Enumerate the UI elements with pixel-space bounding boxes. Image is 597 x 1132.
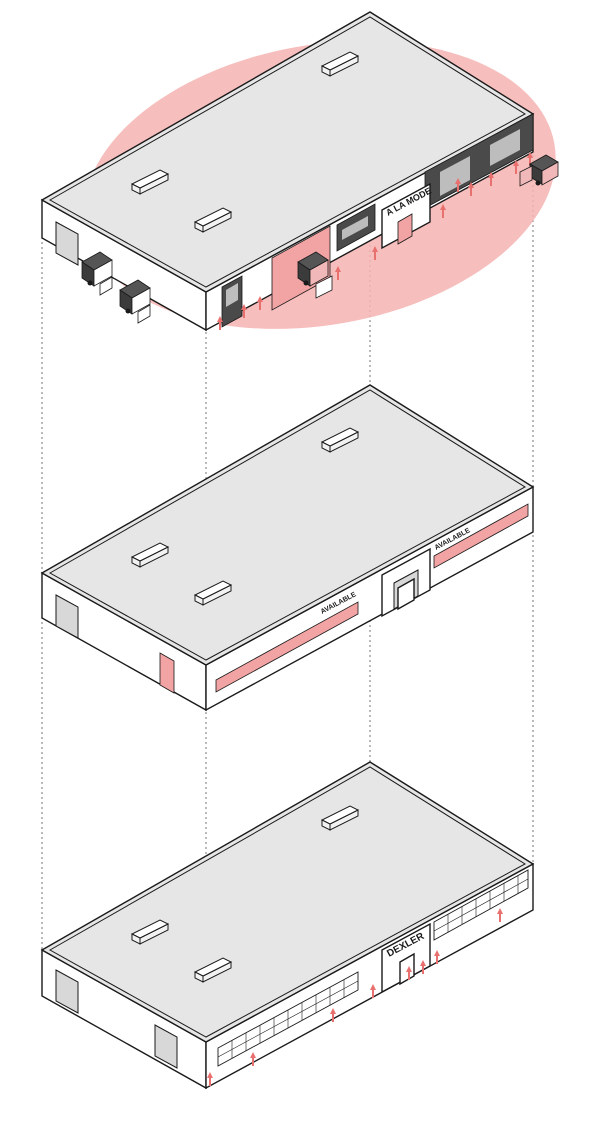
truck-icon <box>297 251 333 299</box>
skylight <box>130 169 170 195</box>
parapet <box>48 389 526 661</box>
vacant-banner <box>433 503 529 569</box>
up-arrow-icon <box>217 152 533 330</box>
building-layer-bottom: DEXLER <box>40 761 535 1090</box>
loading-door <box>55 594 79 639</box>
skylight <box>320 805 360 831</box>
building-layer-middle: AVAILABLE AVAILABLE <box>40 384 535 712</box>
skylight <box>130 919 170 945</box>
skylight <box>130 542 170 568</box>
entrance-portal <box>381 182 431 250</box>
loading-door <box>55 969 79 1014</box>
entrance-portal <box>381 547 431 618</box>
loading-door <box>154 1024 178 1069</box>
skylight <box>193 207 233 233</box>
entrance-portal <box>381 922 431 994</box>
truck-icon <box>81 251 113 296</box>
loading-door <box>55 221 79 266</box>
window-grid <box>433 869 529 941</box>
vacant-banner <box>215 601 359 693</box>
up-arrow-icon <box>207 908 503 1086</box>
parapet <box>48 766 526 1038</box>
skylight <box>320 51 360 77</box>
building-layer-top: A LA MODE <box>40 11 559 332</box>
truck-icon <box>519 154 559 187</box>
roof <box>40 761 535 1043</box>
roof <box>40 384 535 666</box>
parapet <box>48 16 526 288</box>
vacant-door <box>159 652 175 694</box>
skylight <box>193 957 233 983</box>
skylight <box>320 427 360 453</box>
skylight <box>193 580 233 606</box>
truck-icon <box>119 279 151 324</box>
window-grid <box>217 971 359 1067</box>
